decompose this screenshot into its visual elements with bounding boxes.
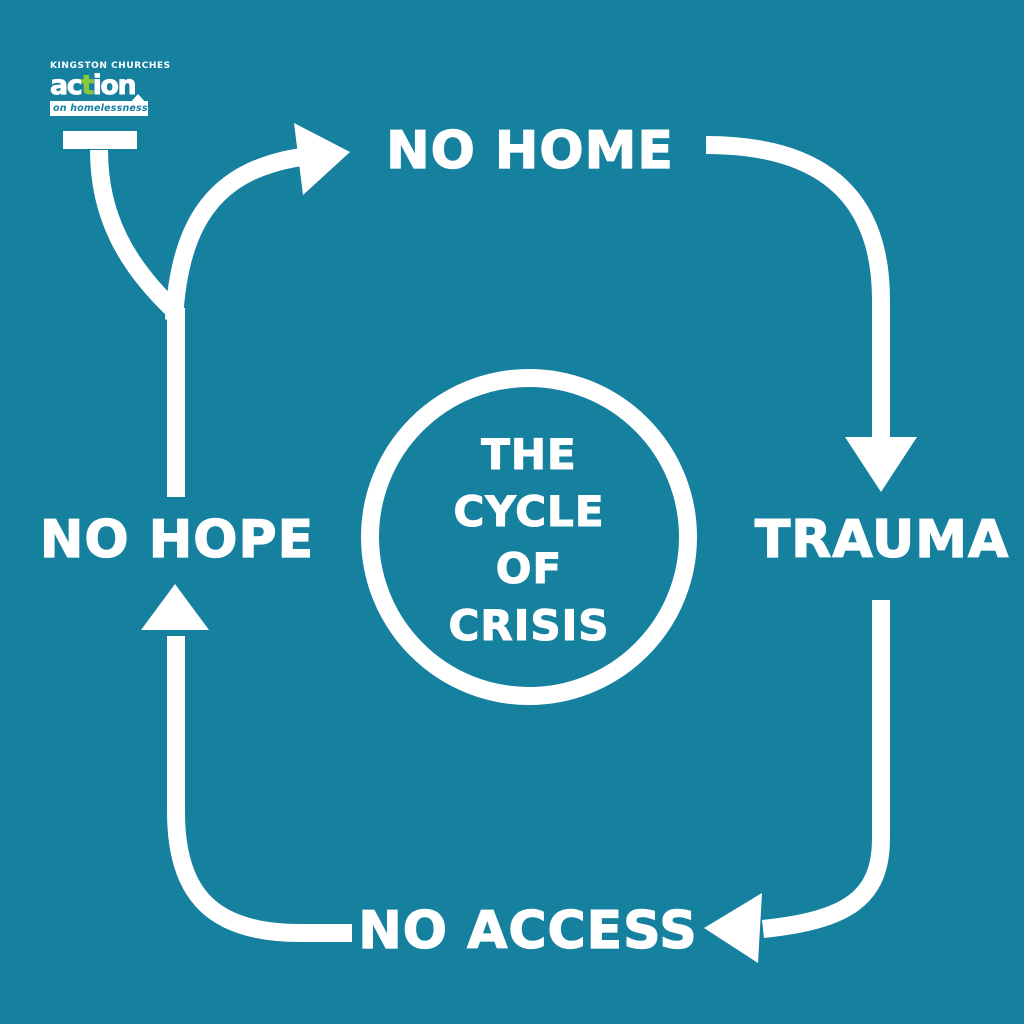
node-label-no-home: NO HOME <box>385 121 674 181</box>
kcah-logo: KINGSTON CHURCHES action on homelessness <box>50 61 170 116</box>
connector-no-access-to-no-hope <box>167 636 352 942</box>
center-title-line-1: THE <box>481 429 577 479</box>
logo-org-name: KINGSTON CHURCHES <box>50 61 171 71</box>
house-roof-icon <box>129 94 147 104</box>
logo-action-wordmark: action <box>50 70 170 101</box>
node-label-no-access: NO ACCESS <box>358 901 698 961</box>
node-label-no-hope: NO HOPE <box>39 510 315 570</box>
connector-trauma-to-no-access <box>762 600 890 938</box>
logo-action-prefix: ac <box>50 70 84 101</box>
arrowhead-left-no-access-icon <box>704 893 762 963</box>
arrowhead-right-no-home-icon <box>294 123 350 195</box>
logo-tagline: on homelessness <box>53 103 148 114</box>
center-title-line-2: CYCLE <box>453 486 605 536</box>
center-circle-title: THE CYCLE OF CRISIS <box>448 426 610 654</box>
arrowhead-up-no-hope-icon <box>141 584 209 630</box>
logo-tagline-banner: on homelessness <box>50 94 148 116</box>
logo-action-cross-t: t <box>81 70 95 101</box>
node-label-trauma: TRAUMA <box>754 510 1010 570</box>
branch-junction-to-exit <box>90 149 185 321</box>
center-title-line-3: OF <box>495 543 563 593</box>
arrowhead-down-trauma-icon <box>845 437 917 492</box>
connector-no-home-to-trauma <box>705 136 890 446</box>
center-circle-ring <box>361 369 697 705</box>
exit-terminal-bar <box>63 131 137 149</box>
center-title-line-4: CRISIS <box>448 601 610 651</box>
